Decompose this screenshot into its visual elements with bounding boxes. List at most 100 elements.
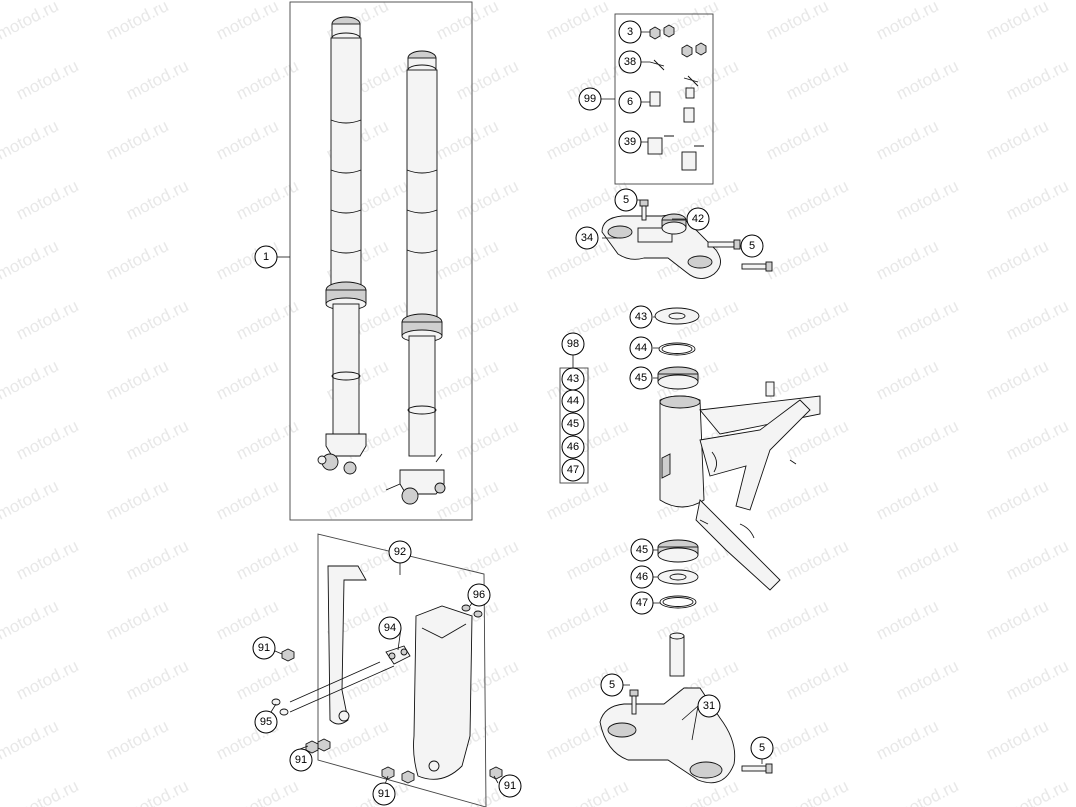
svg-text:45: 45	[635, 372, 647, 384]
watermark-text: motod.ru	[783, 56, 851, 103]
svg-text:44: 44	[567, 395, 579, 407]
watermark-text: motod.ru	[233, 56, 301, 103]
watermark-text: motod.ru	[1003, 656, 1071, 703]
watermark-text: motod.ru	[763, 476, 831, 523]
bearing-kit-98: 98 43 44 45 46 47	[559, 332, 589, 484]
callout-44-upper: 44	[629, 336, 653, 360]
watermark-text: motod.ru	[1003, 536, 1071, 583]
svg-text:38: 38	[624, 56, 636, 68]
lower-bearing-stack: 45 46 47	[630, 538, 699, 615]
washers-95	[271, 661, 395, 716]
watermark-text: motod.ru	[653, 0, 721, 44]
svg-text:95: 95	[260, 716, 272, 728]
watermark-text: motod.ru	[873, 356, 941, 403]
callout-91-left: 91	[252, 636, 276, 660]
watermark-text: motod.ru	[123, 536, 191, 583]
fork-leg-left	[317, 16, 367, 475]
watermark-text: motod.ru	[103, 116, 171, 163]
svg-text:1: 1	[263, 251, 269, 263]
watermark-text: motod.ru	[0, 356, 62, 403]
upper-bearing-stack: 43 44 45	[629, 305, 700, 390]
watermark-text: motod.ru	[783, 296, 851, 343]
watermark-text: motod.ru	[103, 716, 171, 763]
watermark-text: motod.ru	[213, 0, 281, 44]
watermark-text: motod.ru	[983, 716, 1051, 763]
callout-99: 99	[578, 87, 602, 111]
watermark-text: motod.ru	[873, 236, 941, 283]
svg-text:3: 3	[627, 26, 633, 38]
watermark-text: motod.ru	[123, 296, 191, 343]
callout-43-upper: 43	[629, 305, 653, 329]
svg-text:5: 5	[749, 240, 755, 252]
callout-96: 96	[467, 583, 491, 607]
ring-47-lower	[659, 595, 697, 609]
svg-text:47: 47	[636, 597, 648, 609]
watermark-text: motod.ru	[433, 0, 501, 44]
watermark-text: motod.ru	[893, 656, 961, 703]
watermark-text: motod.ru	[983, 596, 1051, 643]
watermark-text: motod.ru	[233, 176, 301, 223]
callout-95: 95	[254, 710, 278, 734]
svg-text:34: 34	[581, 232, 593, 244]
watermark-text: motod.ru	[783, 656, 851, 703]
small-parts-group: 3 38 99 6 39	[578, 13, 714, 185]
watermark-text: motod.ru	[1003, 56, 1071, 103]
watermark-text: motod.ru	[873, 716, 941, 763]
pin-set-38	[649, 59, 699, 87]
svg-text:39: 39	[624, 136, 636, 148]
watermark-text: motod.ru	[213, 596, 281, 643]
svg-text:43: 43	[567, 373, 579, 385]
watermark-text: motod.ru	[983, 0, 1051, 44]
fork-guard-group: 92 96 94 91 95 91 91 91	[252, 533, 522, 807]
watermark-text: motod.ru	[103, 356, 171, 403]
svg-text:43: 43	[635, 311, 647, 323]
watermark-text: motod.ru	[433, 116, 501, 163]
watermark-text: motod.ru	[763, 596, 831, 643]
watermark-text: motod.ru	[13, 176, 81, 223]
watermark-text: motod.ru	[13, 776, 81, 807]
watermark-text: motod.ru	[783, 176, 851, 223]
callout-45-lower: 45	[630, 538, 654, 562]
callout-47-lower: 47	[630, 591, 654, 615]
watermark-text: motod.ru	[123, 416, 191, 463]
watermark-text: motod.ru	[123, 176, 191, 223]
lower-triple-clamp: 5 31 5	[599, 632, 774, 784]
watermark-text: motod.ru	[233, 656, 301, 703]
watermark-text: motod.ru	[0, 116, 62, 163]
svg-text:96: 96	[473, 589, 485, 601]
callout-94: 94	[378, 616, 402, 640]
svg-text:46: 46	[567, 441, 579, 453]
callout-45-kit: 45	[561, 412, 585, 436]
ring-44-upper	[658, 342, 696, 356]
watermark-text: motod.ru	[233, 536, 301, 583]
watermark-text: motod.ru	[763, 716, 831, 763]
watermark-text: motod.ru	[453, 296, 521, 343]
watermark-text: motod.ru	[103, 236, 171, 283]
watermark-text: motod.ru	[323, 476, 391, 523]
watermark-text: motod.ru	[233, 416, 301, 463]
bracket-94	[385, 645, 411, 665]
callout-42: 42	[686, 207, 710, 231]
callout-5-side: 5	[740, 234, 764, 258]
sleeve-set-6	[649, 87, 695, 123]
svg-text:31: 31	[703, 700, 715, 712]
leaders-upper-stack	[653, 316, 659, 379]
watermark-text: motod.ru	[13, 416, 81, 463]
watermark-text: motod.ru	[983, 356, 1051, 403]
callout-47-kit: 47	[561, 458, 585, 482]
watermark-text: motod.ru	[213, 116, 281, 163]
svg-text:46: 46	[636, 571, 648, 583]
leaders-lower-stack	[653, 549, 660, 604]
watermark-text: motod.ru	[563, 536, 631, 583]
watermark-text: motod.ru	[13, 56, 81, 103]
watermark-text: motod.ru	[563, 776, 631, 807]
watermark-text: motod.ru	[763, 116, 831, 163]
leaders-31	[623, 684, 763, 764]
callout-91-bottom-left: 91	[289, 748, 313, 772]
svg-text:45: 45	[567, 418, 579, 430]
fork-group: 1	[254, 1, 473, 521]
watermark-text: motod.ru	[763, 0, 831, 44]
upper-triple-clamp: 5 42 34 5	[575, 188, 773, 279]
